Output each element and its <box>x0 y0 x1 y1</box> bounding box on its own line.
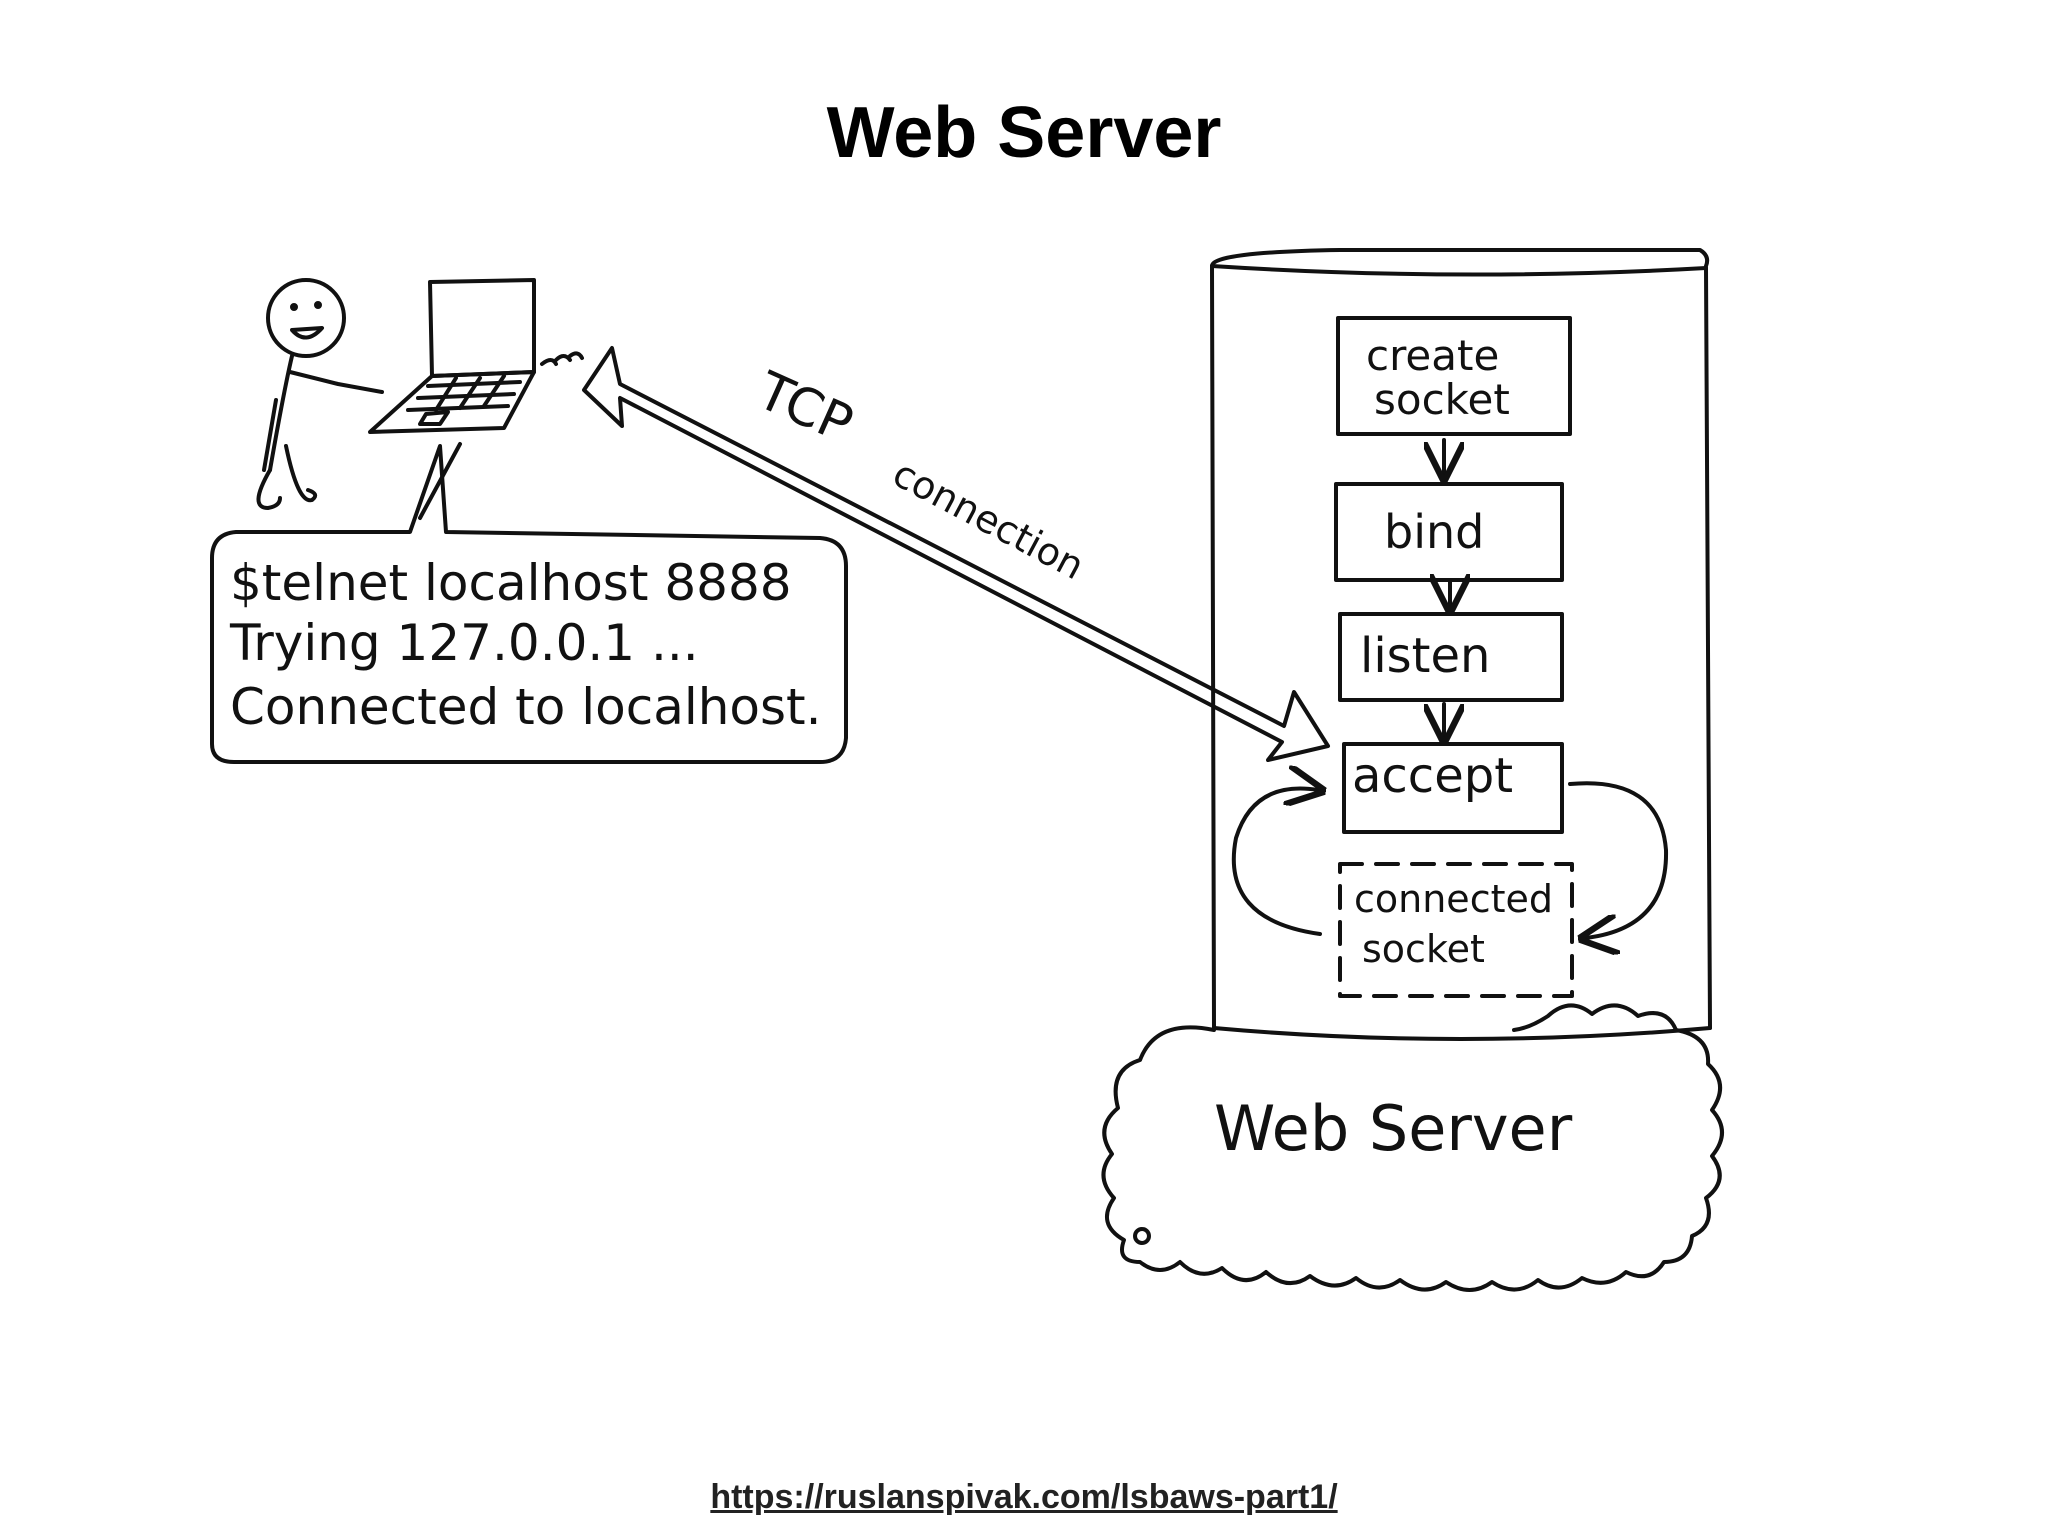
laptop-keyboard <box>368 370 536 434</box>
connected-socket-label: socket <box>1362 927 1485 971</box>
tcp-label: TCP <box>748 361 861 455</box>
connection-label: connection <box>886 451 1092 588</box>
step-socket-label: socket <box>1374 375 1510 424</box>
terminal-bubble <box>210 444 848 764</box>
step-listen-label: listen <box>1360 628 1490 684</box>
terminal-line-3: Connected to localhost. <box>230 678 822 736</box>
laptop-screen <box>428 278 536 378</box>
step-box-accept <box>1342 742 1564 834</box>
connected-label: connected <box>1354 877 1553 921</box>
source-link[interactable]: https://ruslanspivak.com/lsbaws-part1/ <box>710 1478 1338 1516</box>
step-accept-label: accept <box>1352 748 1513 804</box>
loop-arrow-right <box>1568 781 1669 938</box>
cloud-label: Web Server <box>1214 1092 1573 1165</box>
terminal-line-1: $telnet localhost 8888 <box>230 554 792 612</box>
step-create-label: create <box>1366 331 1499 380</box>
figure-head <box>266 278 346 358</box>
step-box-connected-socket <box>1338 862 1574 998</box>
figure-arm <box>288 370 384 394</box>
slide-title: Web Server <box>826 93 1222 173</box>
stick-figure <box>256 278 384 510</box>
step-bind-label: bind <box>1384 505 1484 559</box>
server-cylinder <box>1210 248 1712 1041</box>
cloud-shape <box>1101 1003 1724 1292</box>
step-box-create-socket <box>1336 316 1572 436</box>
step-box-listen <box>1338 612 1564 702</box>
laptop-icon <box>368 278 584 520</box>
tcp-connection-arrow <box>582 346 1330 762</box>
loop-arrow-left <box>1231 789 1320 936</box>
terminal-line-2: Trying 127.0.0.1 ... <box>229 614 699 672</box>
figure-body <box>268 354 294 472</box>
